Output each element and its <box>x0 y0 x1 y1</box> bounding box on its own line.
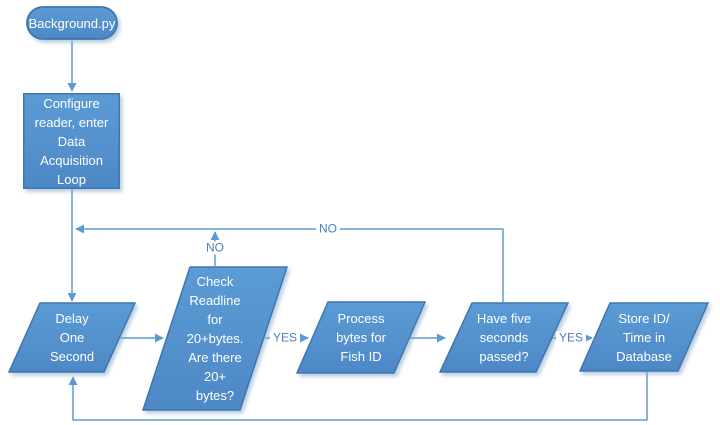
node-have-five: Have five seconds passed? <box>438 302 570 373</box>
start-pill <box>26 6 118 40</box>
node-process: Process bytes for Fish ID <box>295 301 427 374</box>
node-store: Store ID/ Time in Database <box>578 302 710 372</box>
process-parallelogram <box>295 301 427 374</box>
edge-label-check-no: NO <box>203 241 227 255</box>
edge-label-check-yes: YES <box>269 331 301 345</box>
edge-store-loopback-to-delay <box>68 372 648 421</box>
configure-rect <box>23 93 120 189</box>
edge-label-five-yes: YES <box>555 331 587 345</box>
node-delay: Delay One Second <box>7 302 137 373</box>
delay-shape <box>7 302 137 373</box>
edge-label-loop-no: NO <box>316 222 340 236</box>
node-start: Background.py <box>26 6 118 40</box>
have-five-parallelogram <box>438 302 570 373</box>
node-check: Check Readline for 20+bytes. Are there 2… <box>141 266 289 411</box>
check-shape <box>141 266 289 411</box>
delay-parallelogram <box>7 302 137 373</box>
edge-havefive-no-loopback <box>75 224 504 302</box>
configure-shape <box>23 93 120 189</box>
store-shape <box>578 302 710 372</box>
store-parallelogram <box>578 302 710 372</box>
have-five-shape <box>438 302 570 373</box>
process-shape <box>295 301 427 374</box>
start-shape <box>26 6 118 40</box>
node-configure: Configure reader, enter Data Acquisition… <box>23 93 120 189</box>
check-parallelogram <box>141 266 289 411</box>
